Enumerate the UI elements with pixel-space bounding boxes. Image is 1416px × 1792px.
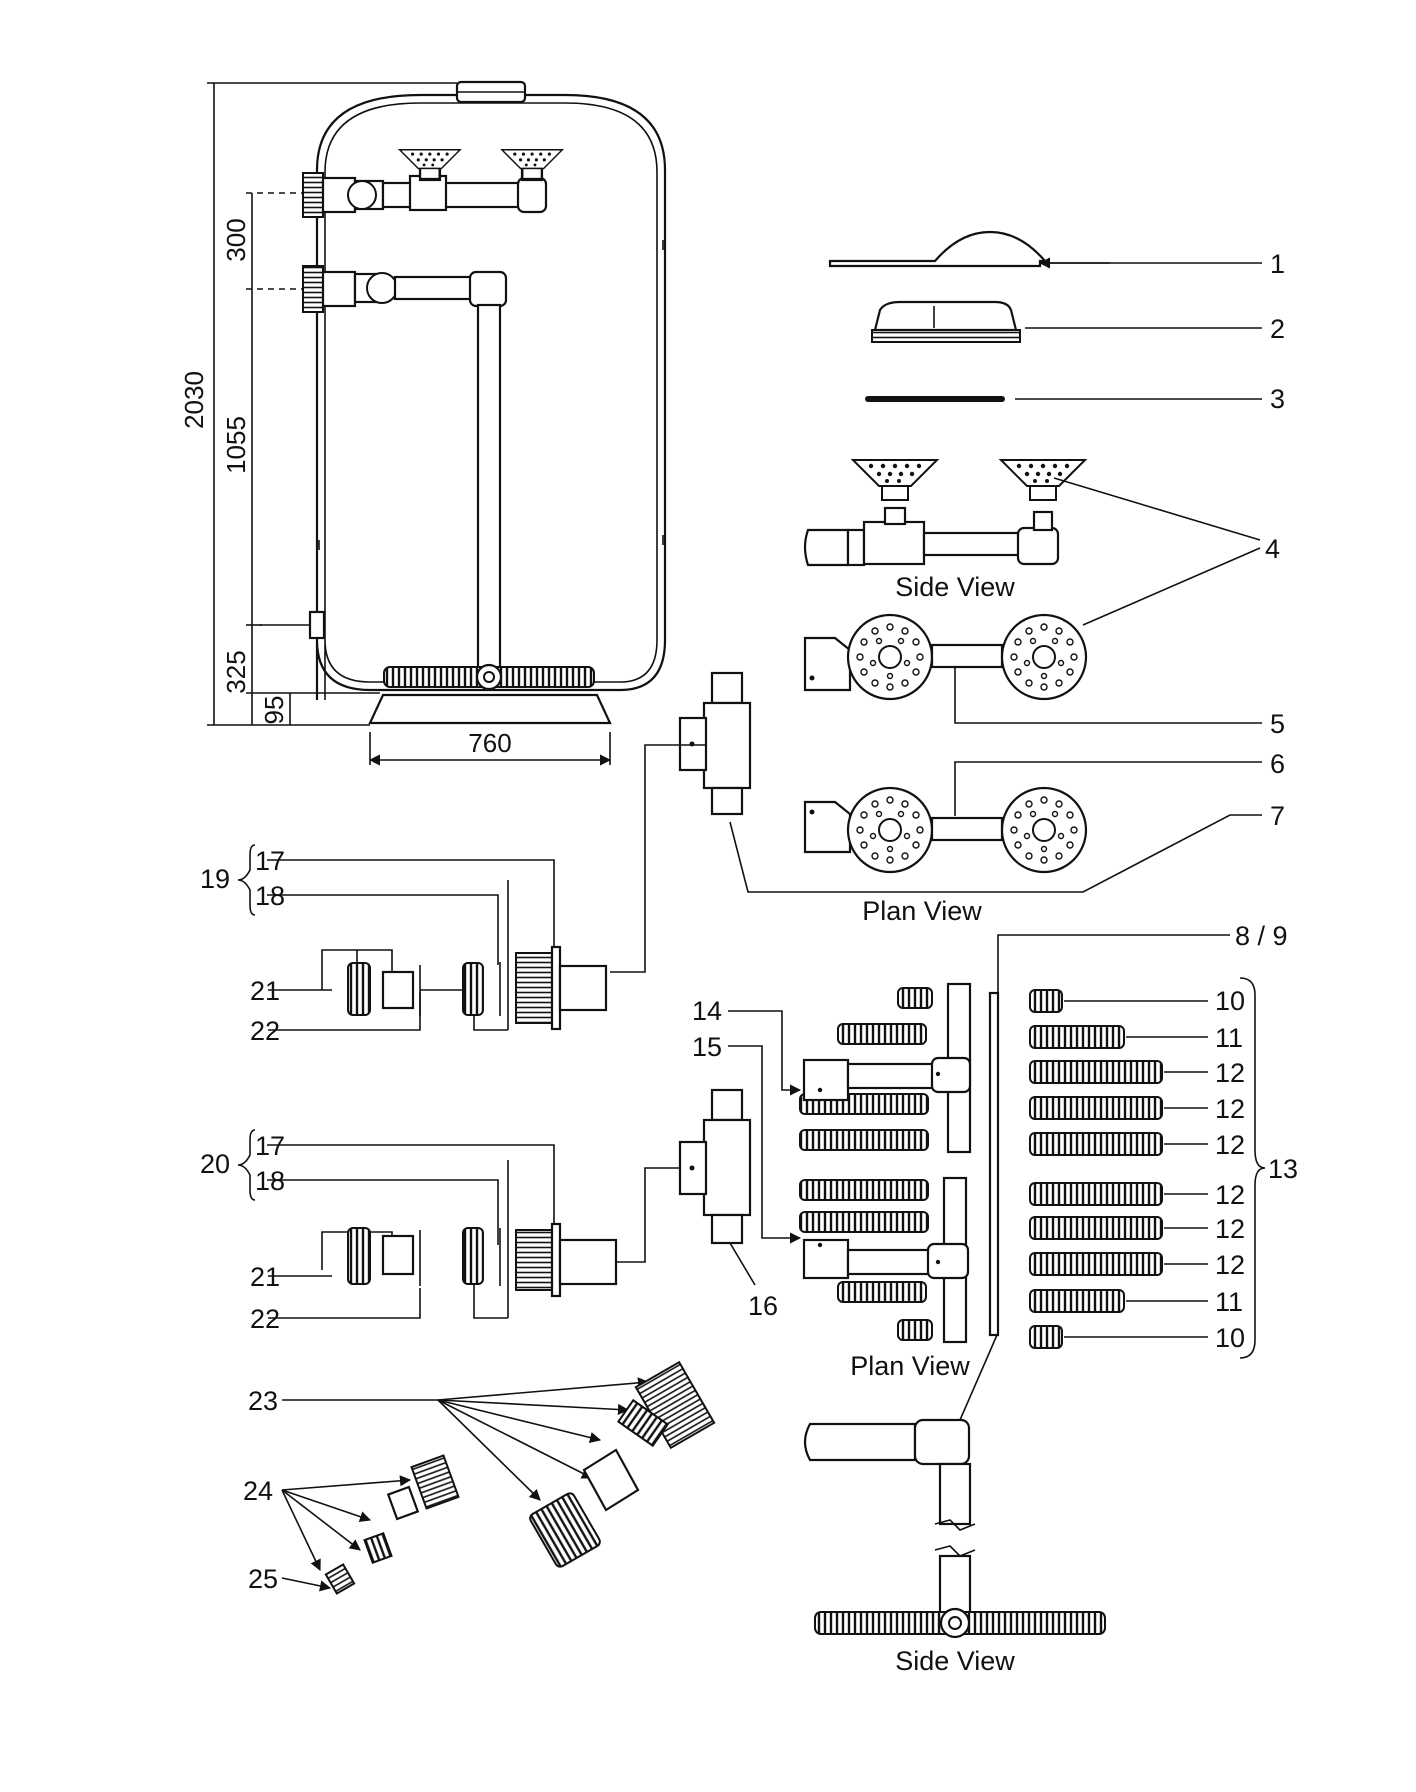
callout-12a: 12	[1215, 1058, 1245, 1088]
callout-17b: 17	[255, 1131, 285, 1161]
callout-21b: 21	[250, 1262, 280, 1292]
dim-overall-height: 2030	[179, 371, 209, 429]
callout-6: 6	[1270, 749, 1285, 779]
callout-10b: 10	[1215, 1323, 1245, 1353]
callout-11a: 11	[1215, 1023, 1243, 1053]
callout-1: 1	[1270, 249, 1285, 279]
part-3-o-ring	[865, 396, 1005, 402]
callout-24: 24	[243, 1476, 273, 1506]
callout-12e: 12	[1215, 1214, 1245, 1244]
callout-12d: 12	[1215, 1180, 1245, 1210]
dim-lower-spacing: 325	[221, 650, 251, 693]
callout-23: 23	[248, 1386, 278, 1416]
callout-11b: 11	[1215, 1287, 1243, 1317]
inlet-assembly-19: 17 18 19 21 22	[200, 844, 608, 1046]
callout-14: 14	[692, 996, 722, 1026]
callout-12b: 12	[1215, 1094, 1245, 1124]
callout-18a: 18	[255, 881, 285, 911]
lateral-side-view: Side View	[803, 1418, 1106, 1676]
callout-18b: 18	[255, 1166, 285, 1196]
callout-22b: 22	[250, 1304, 280, 1334]
callout-22a: 22	[250, 1016, 280, 1046]
outlet-assembly-20: 17 18 20 21 22	[200, 1129, 704, 1334]
callout-15: 15	[692, 1032, 722, 1062]
callout-12c: 12	[1215, 1130, 1245, 1160]
callout-17a: 17	[255, 846, 285, 876]
part-1-gasket-cover	[828, 230, 1048, 268]
callout-21a: 21	[250, 976, 280, 1006]
callout-8-9: 8 / 9	[1235, 921, 1288, 951]
callout-3: 3	[1270, 384, 1285, 414]
lid-parts	[828, 230, 1262, 402]
callout-13: 13	[1268, 1154, 1298, 1184]
dim-mid-spacing: 1055	[221, 416, 251, 474]
callout-2: 2	[1270, 314, 1285, 344]
standpipe: 8 / 9	[959, 921, 1288, 1421]
tee-fitting-lower: 16	[678, 1088, 778, 1321]
callout-12f: 12	[1215, 1250, 1245, 1280]
tee-fitting-upper	[610, 671, 752, 973]
lateral-10a	[1029, 989, 1063, 1013]
part-2-lid	[873, 300, 1018, 332]
lateral-plan-view: Plan View 14 15	[692, 982, 972, 1381]
callout-16: 16	[748, 1291, 778, 1321]
callout-10a: 10	[1215, 986, 1245, 1016]
caption-side-view-top: Side View	[895, 572, 1015, 602]
fittings-23-25: 23 24 25	[243, 1360, 716, 1595]
diffuser-cup-icon	[1000, 459, 1086, 501]
callout-19: 19	[200, 864, 230, 894]
diffuser-cup-icon	[852, 459, 938, 501]
bulkhead-fitting	[515, 952, 553, 1024]
dim-base-height: 95	[259, 696, 289, 725]
callouts-right: 1 2 3 4 5 6 7	[1265, 249, 1285, 831]
tank-base	[368, 693, 612, 725]
dimension-lines: 2030 300 1055 325 95 760	[179, 82, 612, 766]
dim-inlet-spacing: 300	[221, 218, 251, 261]
caption-plan-view-mid: Plan View	[862, 896, 982, 926]
dim-width: 760	[468, 728, 511, 758]
callout-7: 7	[1270, 801, 1285, 831]
filter-tank	[260, 80, 667, 725]
caption-plan-view-lower: Plan View	[850, 1351, 970, 1381]
lateral-parts-list: 10 11 12 12 12 12 12 12 11 10 13	[1029, 977, 1298, 1359]
callout-5: 5	[1270, 709, 1285, 739]
callout-20: 20	[200, 1149, 230, 1179]
callout-25: 25	[248, 1564, 278, 1594]
callout-4: 4	[1265, 534, 1280, 564]
caption-side-view-bottom: Side View	[895, 1646, 1015, 1676]
union-nut-21	[347, 962, 371, 1016]
upper-distributor-views: Side View Plan View	[729, 459, 1262, 926]
